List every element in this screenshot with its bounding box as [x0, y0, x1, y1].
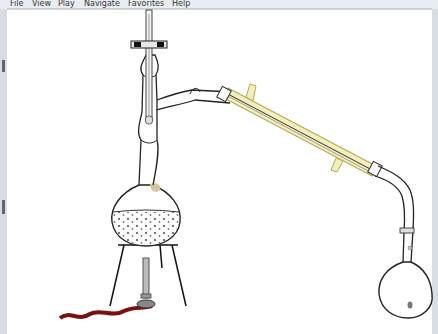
clamp	[131, 41, 167, 48]
menu-item: File	[10, 0, 23, 8]
water-inlet	[331, 158, 343, 172]
stopper	[150, 183, 160, 192]
window-edge	[7, 9, 432, 10]
distilling-flask	[112, 183, 180, 246]
thermometer	[146, 10, 153, 124]
tripod-stand	[110, 245, 186, 306]
condenser	[217, 84, 382, 177]
water-outlet	[246, 84, 256, 101]
gas-tube	[60, 306, 152, 318]
window-border	[432, 9, 438, 334]
menu-item: Navigate	[84, 0, 120, 8]
menu-item: Help	[172, 0, 190, 8]
adapter	[375, 166, 414, 262]
border-mark	[2, 200, 5, 214]
menu-item: Favorites	[128, 0, 164, 8]
menu-bar-labels: File View Play Navigate Favorites Help	[0, 0, 438, 9]
menu-item: View	[32, 0, 51, 8]
window-border	[0, 9, 7, 334]
menu-item: Play	[58, 0, 75, 8]
border-mark	[2, 60, 5, 72]
menu-bar	[0, 0, 438, 9]
receiving-flask	[379, 262, 432, 318]
